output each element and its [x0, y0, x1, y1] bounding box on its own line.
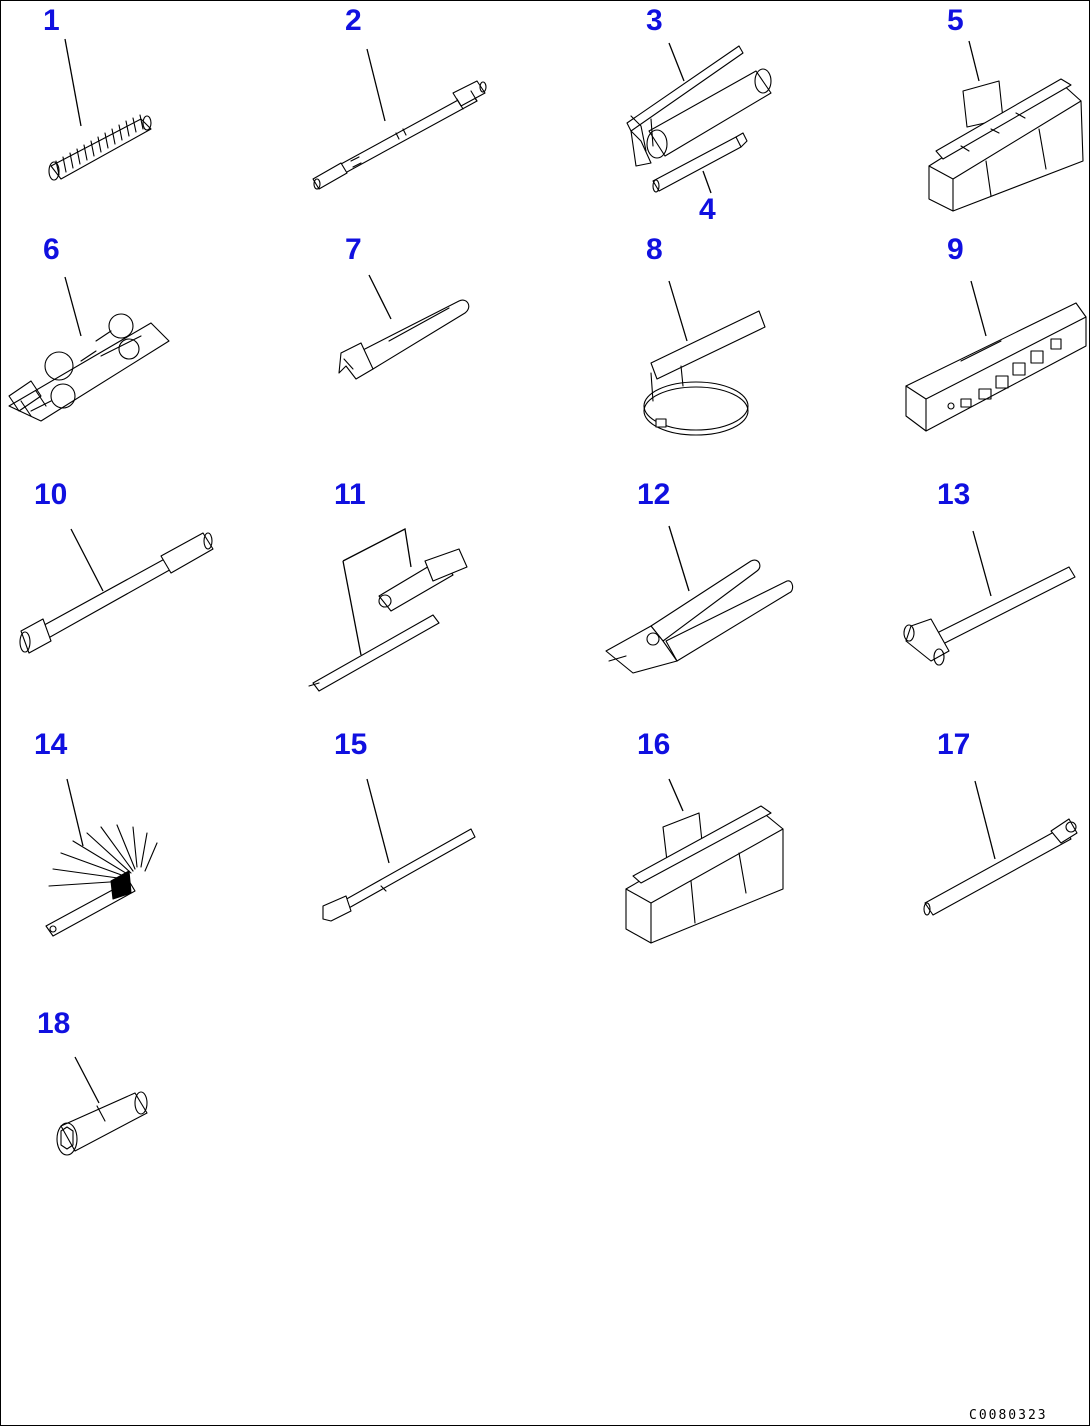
callout-17: 17 — [937, 728, 970, 761]
item-13-hammer-illustration: 13 — [903, 478, 1076, 666]
callout-14: 14 — [34, 728, 68, 761]
item-18-socket-illustration: 18 — [37, 1007, 148, 1156]
item-4-nozzle-illustration: 4 — [652, 132, 748, 226]
item-3-grease-gun-illustration: 3 — [626, 4, 772, 167]
item-8-filter-wrench-illustration: 8 — [643, 233, 766, 436]
callout-7: 7 — [345, 233, 362, 266]
item-12-pliers-illustration: 12 — [605, 478, 794, 674]
callout-4: 4 — [699, 193, 716, 226]
drawing-reference-code: C0080323 — [969, 1408, 1048, 1423]
callout-10: 10 — [34, 478, 67, 511]
item-7-adjustable-wrench-illustration: 7 — [338, 233, 470, 380]
item-11-screwdriver-illustration: 11 — [308, 478, 468, 692]
callout-9: 9 — [947, 233, 964, 266]
item-1-spring-illustration: 1 — [43, 4, 152, 181]
callout-15: 15 — [334, 728, 367, 761]
callout-8: 8 — [646, 233, 663, 266]
callout-11: 11 — [334, 478, 366, 511]
item-9-socket-set-illustration: 9 — [905, 233, 1087, 432]
item-14-feeler-gauge-illustration: 14 — [34, 728, 158, 937]
callout-1: 1 — [43, 4, 60, 37]
callout-2: 2 — [345, 4, 362, 37]
callout-12: 12 — [637, 478, 670, 511]
callout-5: 5 — [947, 4, 964, 37]
item-6-wrench-set-illustration: 6 — [8, 233, 170, 422]
item-5-tool-bag-illustration: 5 — [928, 4, 1084, 212]
callout-6: 6 — [43, 233, 60, 266]
item-2-extension-bar-illustration: 2 — [312, 4, 487, 190]
callout-13: 13 — [937, 478, 970, 511]
callout-18: 18 — [37, 1007, 70, 1040]
callout-3: 3 — [646, 4, 663, 37]
item-17-tool-rod-illustration: 17 — [923, 728, 1078, 916]
item-15-pry-bar-illustration: 15 — [322, 728, 476, 922]
item-10-box-wrench-illustration: 10 — [19, 478, 214, 654]
item-16-tool-bag-illustration: 16 — [625, 728, 784, 944]
callout-16: 16 — [637, 728, 670, 761]
